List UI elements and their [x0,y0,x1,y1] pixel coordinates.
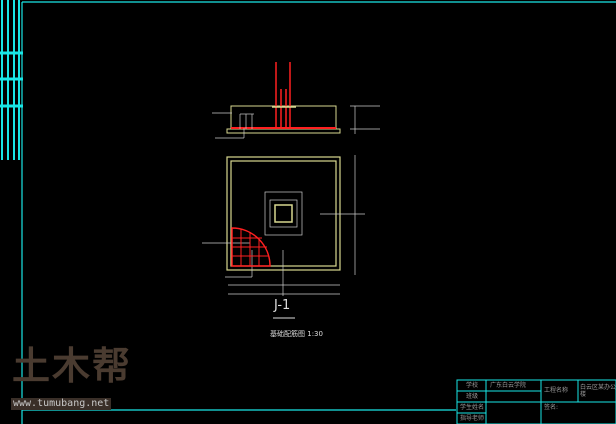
caption-title: 基础配筋图 [270,330,305,338]
advisor-label: 指导老师 [460,415,485,422]
watermark-url: www.tumubang.net [11,398,112,410]
class-label: 班级 [466,393,479,400]
drawing-caption: 基础配筋图 1:30 [270,330,323,339]
project-value: 白云区某办公楼 [580,384,616,398]
binding-margin [0,0,23,160]
drawing-border [21,1,616,424]
title-block [456,379,616,424]
project-label: 工程名称 [544,387,569,394]
detail-label: J-1 [274,298,291,313]
student-label: 学生姓名 [460,404,485,411]
signature-label: 签名: [544,404,559,411]
school-value: 广东白云学院 [490,382,527,389]
caption-scale: 1:30 [307,330,323,338]
plan-view [202,155,365,319]
section-view [212,62,380,139]
watermark-logo: 土木帮 [12,344,133,388]
school-label: 学校 [466,382,479,389]
